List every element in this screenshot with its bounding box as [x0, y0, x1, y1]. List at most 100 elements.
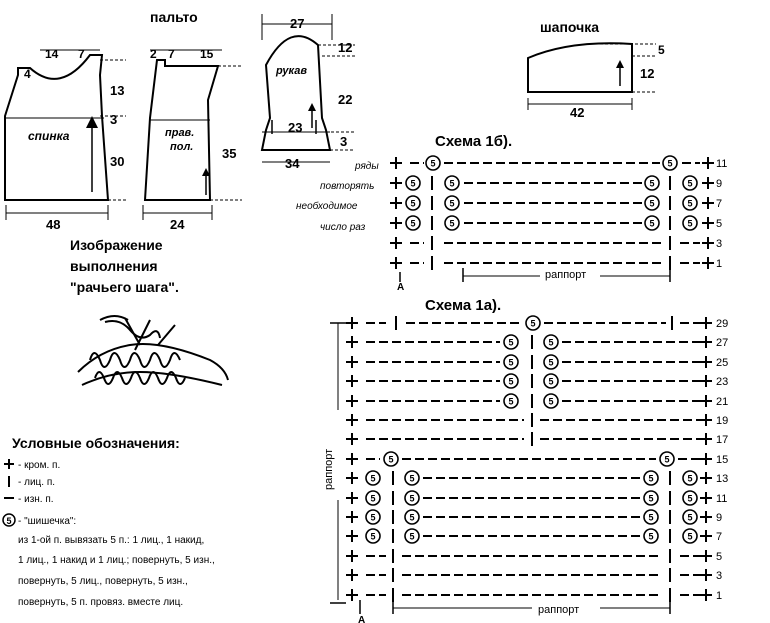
svg-text:5: 5 — [548, 377, 553, 387]
row-number: 17 — [716, 434, 728, 446]
legend-bobble-name: - "шишечка": — [18, 516, 76, 527]
scheme-a-start-label: А — [358, 615, 365, 623]
svg-text:5: 5 — [687, 219, 692, 229]
edge-stitch-mark — [702, 217, 714, 229]
edge-stitch-mark — [700, 453, 712, 465]
edge-stitch-mark — [700, 589, 712, 601]
back-piece — [4, 49, 126, 220]
edge-stitch-mark — [700, 492, 712, 504]
front-top-left: 2 — [150, 47, 157, 61]
sleeve-length: 22 — [338, 92, 352, 107]
svg-text:5: 5 — [449, 179, 454, 189]
edge-stitch-mark — [346, 433, 358, 445]
hat-piece — [527, 42, 656, 110]
edge-stitch-mark — [346, 511, 358, 523]
back-armhole-depth: 13 — [110, 83, 124, 98]
legend-bobble-icon: 5 — [2, 513, 16, 527]
edge-stitch-mark — [700, 375, 712, 387]
row-number: 11 — [716, 493, 727, 505]
hat-title: шапочка — [540, 19, 599, 35]
edge-stitch-mark — [346, 395, 358, 407]
coat-title: пальто — [150, 9, 198, 25]
front-shoulder: 15 — [200, 47, 214, 61]
crab-title-1: Изображение — [70, 237, 163, 253]
svg-text:5: 5 — [548, 338, 553, 348]
edge-stitch-mark — [702, 157, 714, 169]
edge-stitch-mark — [702, 237, 714, 249]
svg-text:5: 5 — [370, 474, 375, 484]
edge-stitch-mark — [346, 336, 358, 348]
svg-text:5: 5 — [649, 219, 654, 229]
bobble-icon: 5 — [365, 528, 381, 544]
bobble-icon: 5 — [643, 528, 659, 544]
svg-text:5: 5 — [687, 513, 692, 523]
edge-stitch-mark — [700, 356, 712, 368]
crab-title-3: "рачьего шага". — [70, 279, 179, 295]
bobble-icon: 5 — [444, 215, 460, 231]
bobble-icon: 5 — [365, 470, 381, 486]
scheme-a-rapport: раппорт — [538, 604, 579, 616]
bobble-icon: 5 — [644, 195, 660, 211]
svg-text:5: 5 — [687, 474, 692, 484]
edge-stitch-mark — [700, 414, 712, 426]
bobble-icon: 5 — [643, 509, 659, 525]
row-number: 29 — [716, 318, 728, 330]
scheme-b-side-label-1: повторять — [320, 181, 374, 192]
edge-stitch-mark — [390, 237, 402, 249]
bobble-icon: 5 — [383, 451, 399, 467]
svg-text:5: 5 — [687, 494, 692, 504]
legend-knit: - лиц. п. — [18, 477, 55, 488]
sleeve-cuff-height: 3 — [340, 134, 347, 149]
bobble-icon: 5 — [682, 215, 698, 231]
svg-text:5: 5 — [530, 319, 535, 329]
front-height: 35 — [222, 146, 236, 161]
bobble-icon: 5 — [525, 315, 541, 331]
scheme-b-side-label-0: ряды — [354, 161, 379, 172]
bobble-icon: 5 — [643, 470, 659, 486]
sleeve-piece — [260, 14, 355, 163]
edge-stitch-mark — [346, 530, 358, 542]
bobble-icon: 5 — [503, 334, 519, 350]
bobble-icon: 5 — [365, 509, 381, 525]
svg-text:5: 5 — [409, 513, 414, 523]
svg-text:5: 5 — [648, 513, 653, 523]
back-neck-width: 14 — [45, 47, 59, 61]
scheme-b-rapport: раппорт — [545, 269, 586, 281]
edge-stitch-mark — [346, 414, 358, 426]
svg-text:5: 5 — [370, 532, 375, 542]
row-number: 1 — [716, 258, 722, 270]
bobble-icon: 5 — [682, 175, 698, 191]
svg-text:5: 5 — [409, 474, 414, 484]
row-number: 5 — [716, 551, 722, 563]
svg-text:5: 5 — [667, 159, 672, 169]
svg-text:5: 5 — [409, 494, 414, 504]
svg-text:5: 5 — [648, 494, 653, 504]
bobble-icon: 5 — [682, 490, 698, 506]
edge-stitch-mark — [702, 197, 714, 209]
bobble-icon: 5 — [404, 490, 420, 506]
svg-text:5: 5 — [410, 199, 415, 209]
scheme-a-side-rapport: раппорт — [323, 449, 335, 490]
edge-stitch-mark — [390, 217, 402, 229]
bobble-icon: 5 — [659, 451, 675, 467]
bobble-icon: 5 — [405, 175, 421, 191]
edge-stitch-mark — [346, 550, 358, 562]
edge-stitch-mark — [390, 157, 402, 169]
legend-step-1: 1 лиц., 1 накид и 1 лиц.; повернуть, 5 и… — [18, 555, 215, 566]
hat-width: 42 — [570, 105, 584, 120]
bobble-icon: 5 — [682, 528, 698, 544]
edge-stitch-mark — [700, 317, 712, 329]
front-width: 24 — [170, 217, 185, 232]
back-lower-height: 30 — [110, 154, 124, 169]
svg-text:5: 5 — [410, 179, 415, 189]
bobble-icon: 5 — [444, 175, 460, 191]
edge-stitch-mark — [700, 569, 712, 581]
legend-step-2: повернуть, 5 лиц., повернуть, 5 изн., — [18, 576, 188, 587]
svg-text:5: 5 — [687, 179, 692, 189]
crab-stitch-illustration — [77, 315, 229, 386]
bobble-icon: 5 — [405, 215, 421, 231]
bobble-icon: 5 — [404, 470, 420, 486]
legend-title: Условные обозначения: — [12, 435, 180, 451]
